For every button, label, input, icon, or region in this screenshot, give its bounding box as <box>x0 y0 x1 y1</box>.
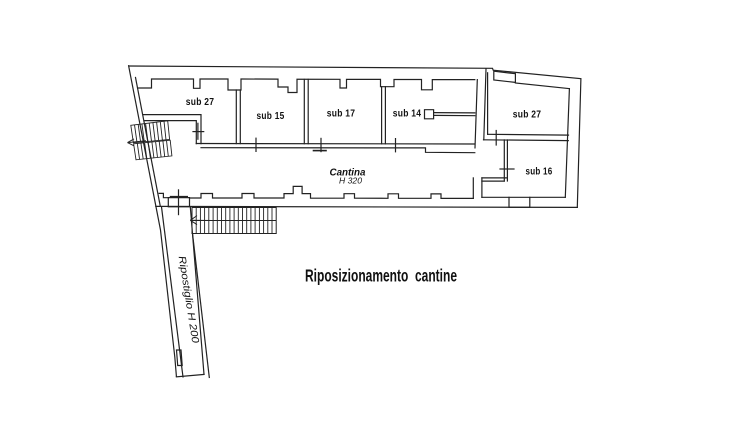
svg-text:sub 17: sub 17 <box>327 109 356 120</box>
svg-text:sub 27: sub 27 <box>513 110 542 121</box>
svg-text:Riposizionamento cantine: Riposizionamento cantine <box>305 266 457 286</box>
svg-text:sub 16: sub 16 <box>526 166 553 177</box>
svg-text:H 320: H 320 <box>339 175 362 185</box>
svg-text:sub 27: sub 27 <box>186 97 215 108</box>
svg-text:Cantina: Cantina <box>330 167 366 179</box>
svg-text:sub 14: sub 14 <box>393 109 422 120</box>
svg-text:sub 15: sub 15 <box>257 111 285 122</box>
